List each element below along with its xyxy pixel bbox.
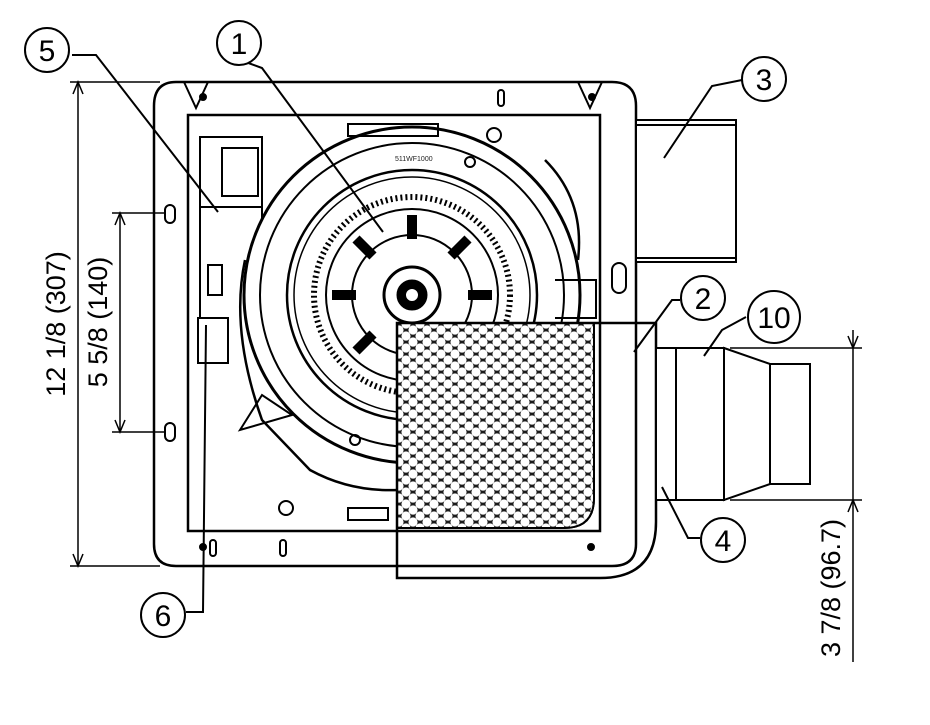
grille-frame	[395, 321, 658, 580]
grille	[396, 322, 595, 529]
callout-4-label: 4	[715, 525, 732, 558]
callout-1-label: 1	[231, 28, 248, 61]
callout-3: 3	[741, 56, 787, 102]
junction-bracket	[197, 136, 263, 364]
callout-2-label: 2	[695, 283, 712, 316]
callout-10-label: 10	[757, 302, 790, 335]
dimension-lines	[70, 80, 862, 662]
duct-height-dim: 3 7/8 (96.7)	[816, 519, 846, 657]
callout-5-label: 5	[39, 35, 56, 68]
callout-10: 10	[747, 290, 801, 344]
callout-1: 1	[216, 20, 262, 66]
overall-height-dim: 12 1/8 (307)	[41, 251, 71, 397]
callout-3-label: 3	[756, 64, 773, 97]
discharge-collar	[635, 119, 737, 263]
mounting-slots	[164, 204, 627, 442]
callout-6: 6	[140, 592, 186, 638]
duct-connector	[655, 346, 811, 502]
callout-4: 4	[700, 517, 746, 563]
leader-lines	[72, 54, 747, 613]
callout-5: 5	[24, 27, 70, 73]
callout-2: 2	[680, 275, 726, 321]
callout-6-label: 6	[155, 600, 172, 633]
mount-spacing-dim: 5 5/8 (140)	[83, 257, 113, 388]
housing-label: 511WF1000	[395, 156, 433, 163]
